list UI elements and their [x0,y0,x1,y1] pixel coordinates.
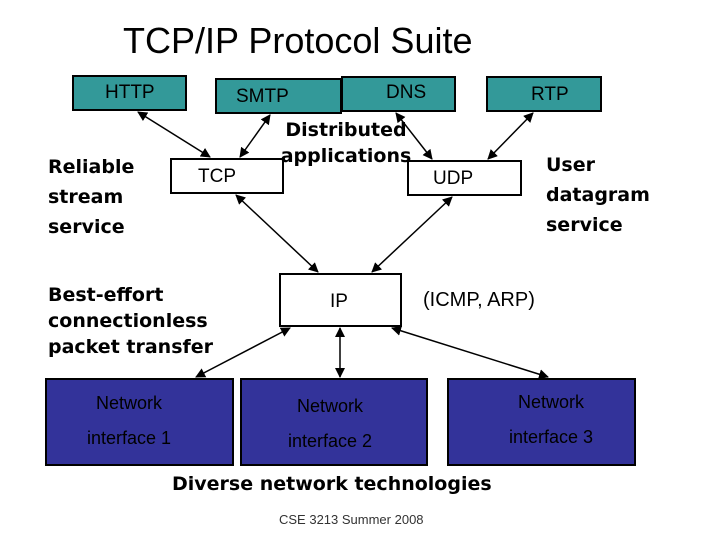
udp-label: UDP [433,168,474,189]
footer-text: CSE 3213 Summer 2008 [279,512,424,527]
diverse-network-text: Diverse network technologies [172,473,492,495]
http-tcp-arrow [137,111,211,158]
network-interface-2: Network interface 2 [240,378,428,466]
ip-interface-3-arrow [391,325,549,380]
http-label: HTTP [105,82,155,103]
interface-3-line2: interface 3 [509,427,594,447]
best-effort-text: Best-effort connectionless packet transf… [48,282,213,360]
udp-ip-arrow [371,196,453,273]
ip-label: IP [330,291,348,312]
user-datagram-line-3: service [546,214,623,236]
distributed-line-2: applications [280,145,412,167]
rtp-box: RTP [486,76,602,112]
reliable-line-1: Reliable [48,156,135,178]
tcp-ip-arrow [235,194,319,273]
smtp-tcp-arrow [239,114,271,158]
distributed-line-1: Distributed [285,119,407,141]
smtp-box: SMTP [215,78,342,114]
dns-label: DNS [386,82,427,103]
icmp-arp-text: (ICMP, ARP) [423,289,535,311]
smtp-label: SMTP [236,86,289,107]
best-effort-line-1: Best-effort [48,284,164,306]
reliable-stream-service-text: Reliable stream service [48,152,134,242]
rtp-udp-arrow [487,112,534,160]
best-effort-line-3: packet transfer [48,336,214,358]
tcp-label: TCP [198,166,236,187]
user-datagram-line-1: User [546,154,595,176]
slide-title: TCP/IP Protocol Suite [123,20,473,61]
reliable-line-3: service [48,216,125,238]
reliable-line-2: stream [48,186,124,208]
interface-3-line1: Network [518,392,585,412]
distributed-applications-text: Distributed applications [280,117,412,169]
ip-box: IP [279,273,402,327]
interface-1-line2: interface 1 [87,428,172,448]
best-effort-line-2: connectionless [48,310,208,332]
network-interface-3: Network interface 3 [447,378,636,466]
interface-2-line2: interface 2 [288,431,373,451]
user-datagram-service-text: User datagram service [546,150,650,240]
rtp-label: RTP [531,84,569,105]
tcp-box: TCP [170,158,284,194]
dns-box: DNS [341,76,456,112]
interface-1-line1: Network [96,393,163,413]
http-box: HTTP [72,75,187,111]
user-datagram-line-2: datagram [546,184,650,206]
network-interface-1: Network interface 1 [45,378,234,466]
udp-box: UDP [407,160,522,196]
interface-2-line1: Network [297,396,364,416]
